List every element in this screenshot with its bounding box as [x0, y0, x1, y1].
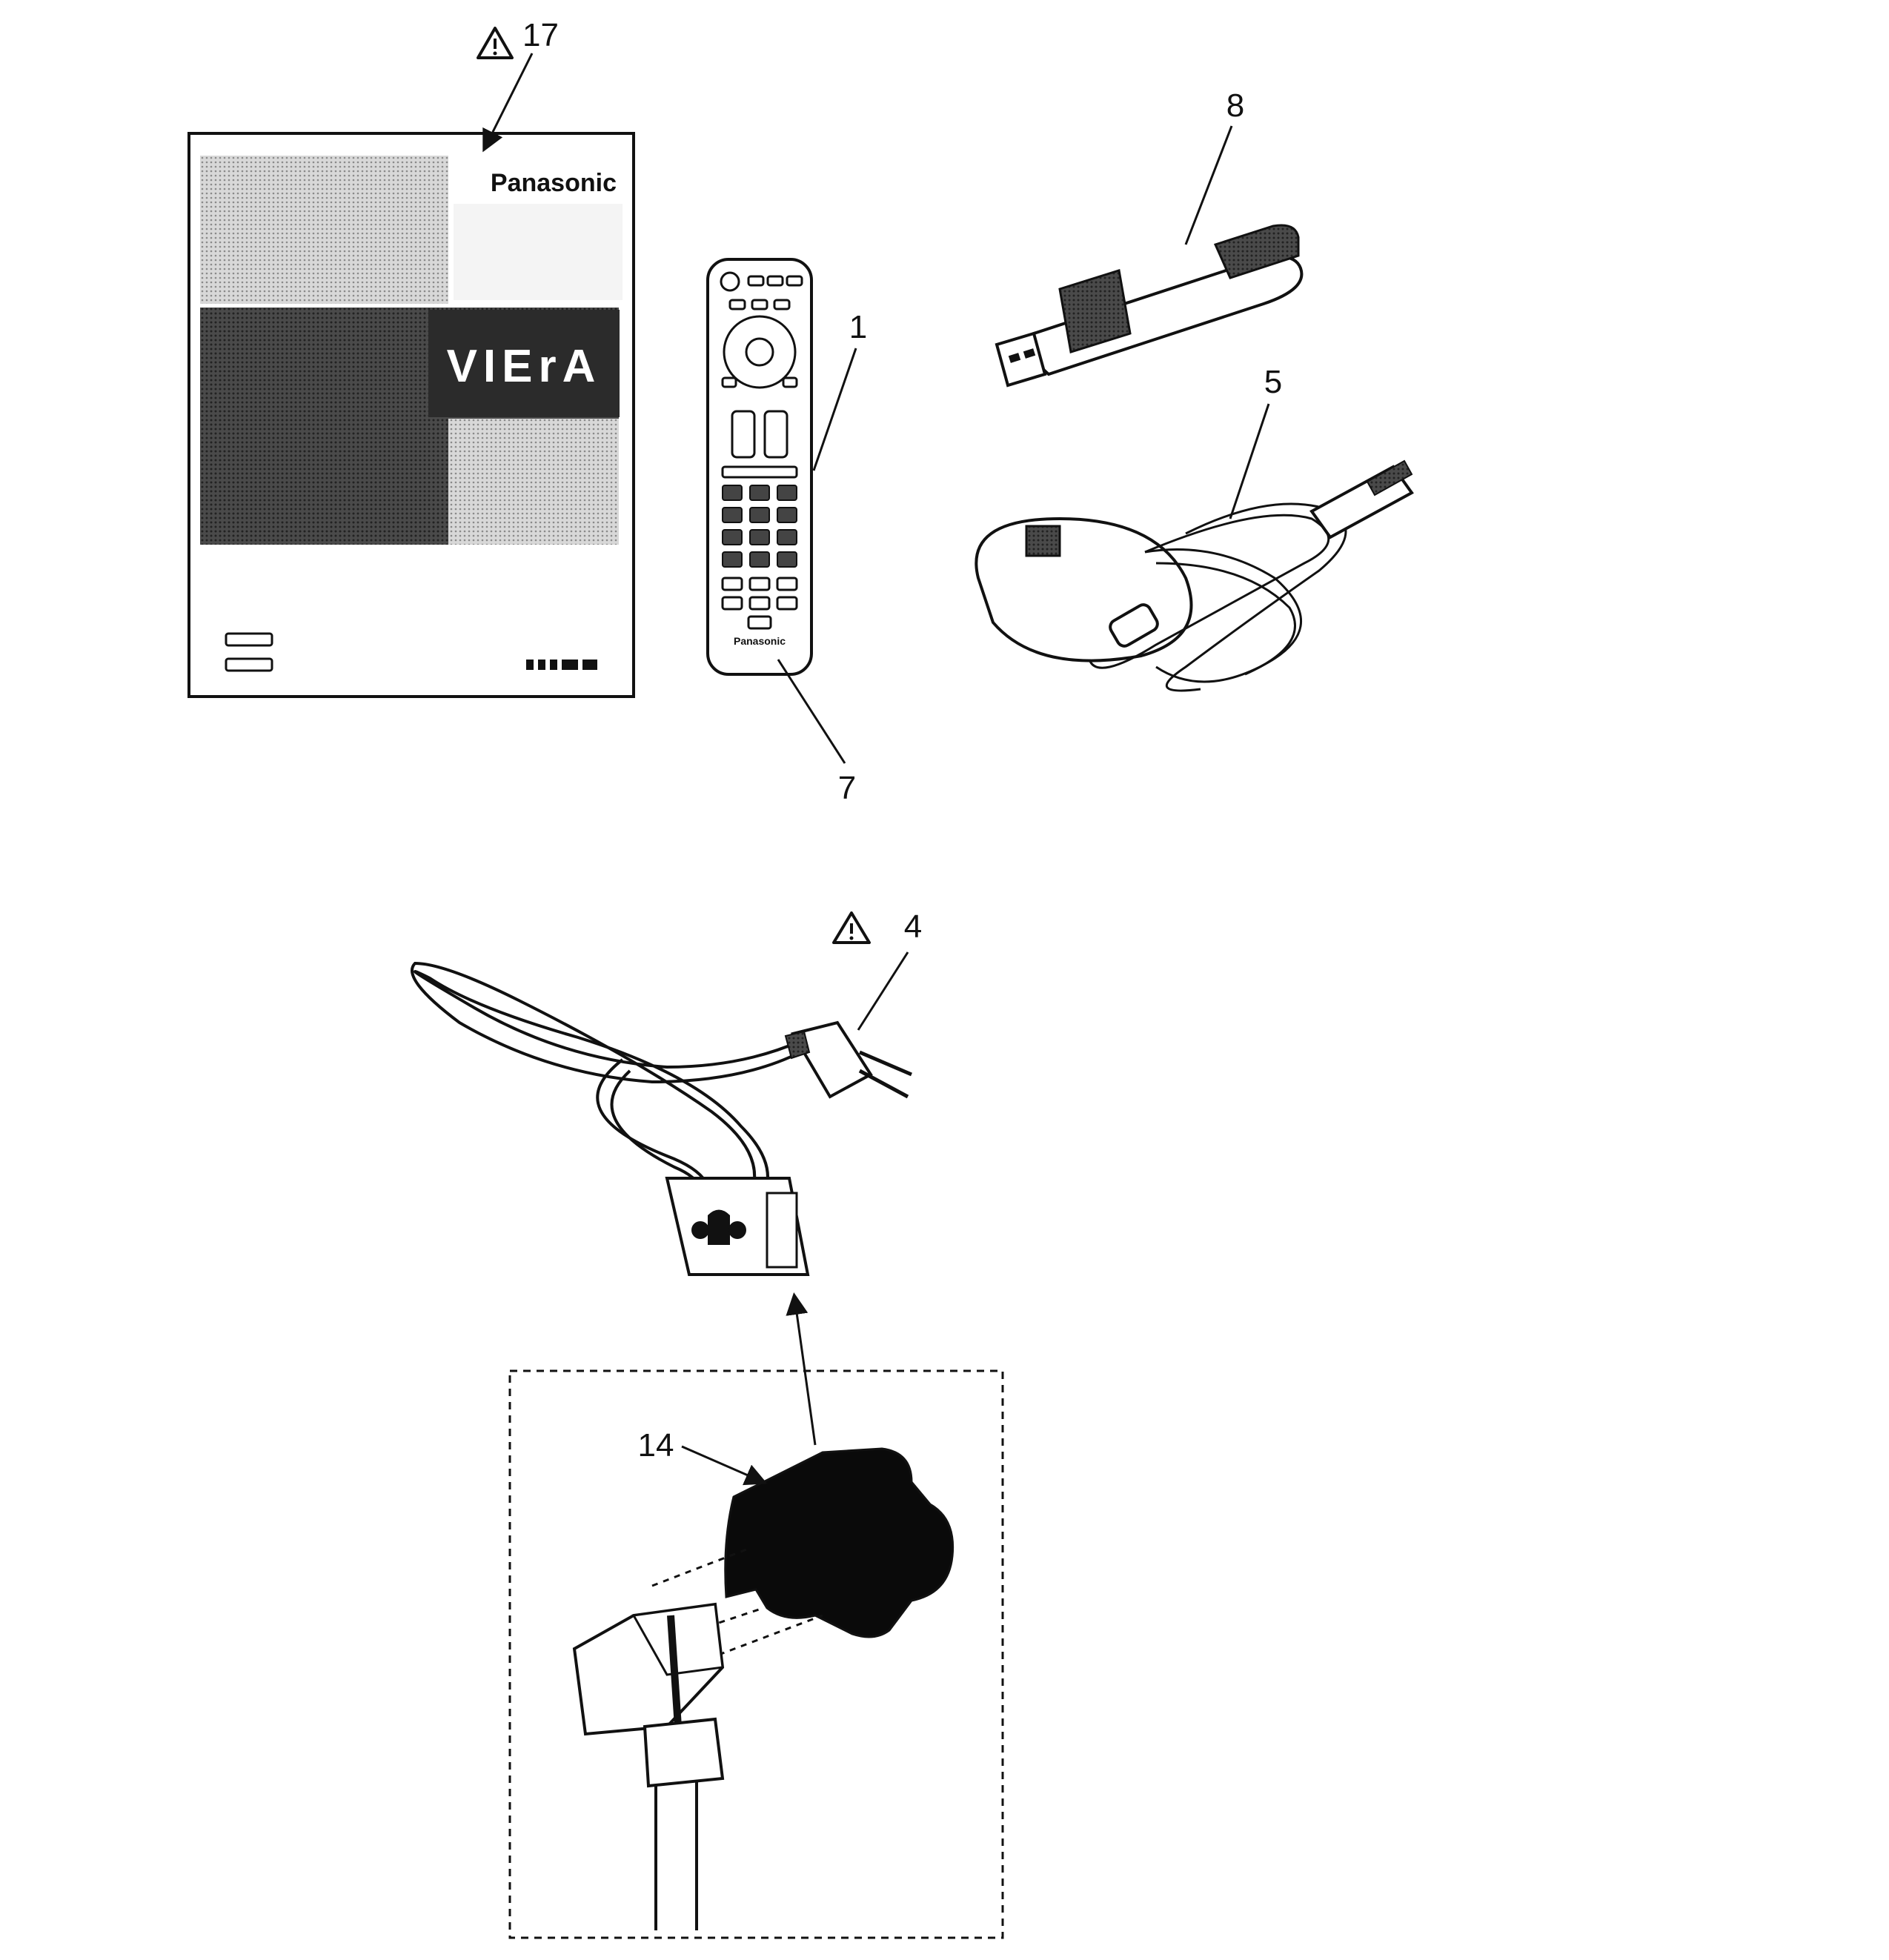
callout-5: 5 [1264, 364, 1282, 400]
callout-4: 4 [904, 908, 922, 945]
operating-manual: Panasonic VIErA [187, 132, 635, 698]
power-cord [411, 961, 912, 1276]
power-cord-warning-icon [832, 911, 871, 944]
manual-brand-text: Panasonic [491, 169, 617, 197]
usb-extension-cable [975, 459, 1414, 692]
callout-17: 17 [522, 17, 559, 53]
callout-8: 8 [1226, 87, 1244, 124]
remote-brand-text: Panasonic [734, 635, 786, 647]
callout-7: 7 [838, 770, 856, 806]
ferrite-core-detail [508, 1369, 1004, 1939]
callout-14: 14 [638, 1427, 674, 1464]
manual-warning-icon [477, 27, 514, 59]
callout-1: 1 [849, 309, 867, 345]
viera-logo: VIErA [447, 341, 602, 392]
wireless-lan-adapter [995, 224, 1304, 388]
remote-control: Panasonic [706, 258, 813, 676]
